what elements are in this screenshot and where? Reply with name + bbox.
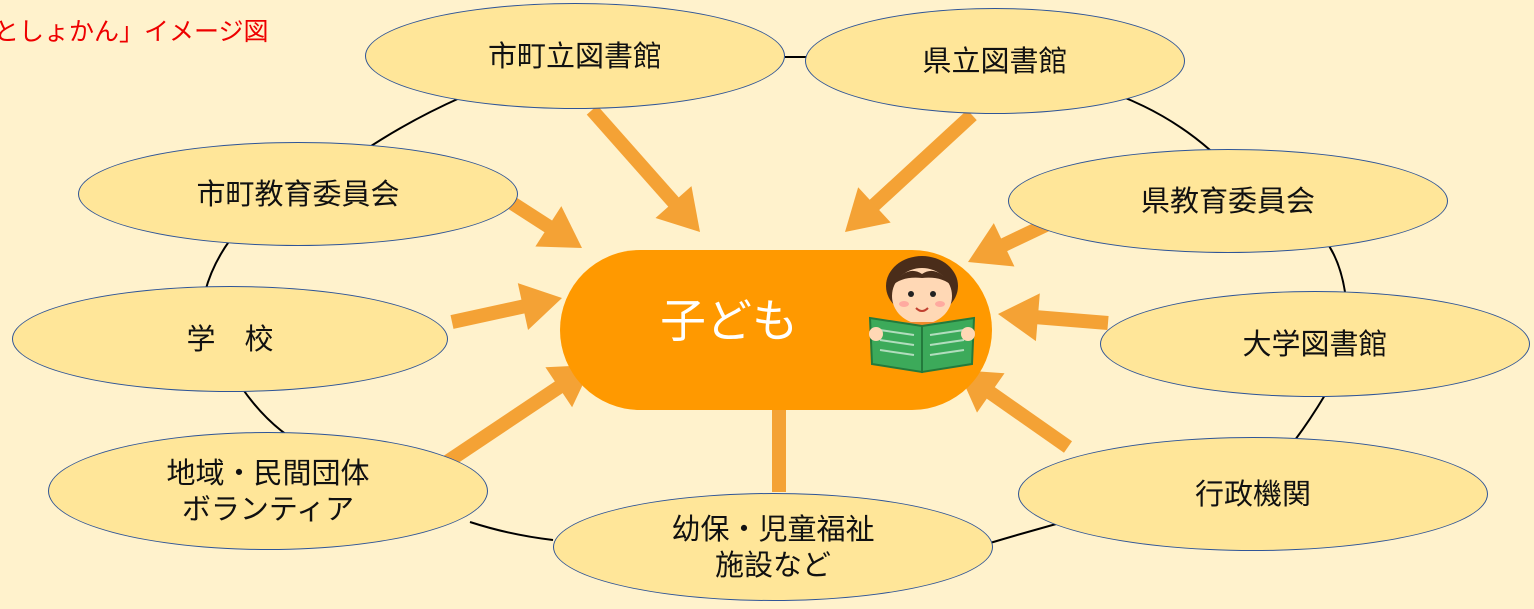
node-univ-library: 大学図書館 — [1100, 291, 1530, 397]
arrow-shaft — [586, 105, 681, 209]
node-label: 大学図書館 — [1242, 326, 1388, 361]
arrow-from-city-board — [508, 197, 582, 248]
arrow-head — [845, 187, 891, 232]
node-label: 市町立図書館 — [487, 38, 662, 73]
center-label: 子ども — [660, 294, 798, 348]
ring-segment — [204, 239, 231, 293]
node-label: 行政機関 — [1194, 476, 1311, 511]
arrow-from-pref-library — [845, 109, 977, 232]
node-label: 県教育委員会 — [1140, 183, 1315, 218]
arrows — [443, 105, 1109, 492]
arrow-shaft — [443, 380, 565, 468]
child-reading-icon — [868, 256, 976, 374]
arrow-from-school — [450, 283, 562, 330]
diagram-title: としょかん」イメージ図 — [0, 17, 269, 46]
node-label: 学 校 — [186, 321, 274, 356]
node-pref-library: 県立図書館 — [805, 8, 1185, 114]
node-school: 学 校 — [12, 286, 448, 392]
arrow-from-community — [443, 365, 592, 468]
arrow-head — [517, 283, 562, 330]
arrow-head — [655, 186, 700, 232]
ring-segment — [1324, 239, 1346, 293]
ring-segment — [469, 521, 554, 541]
arrow-head — [998, 293, 1040, 342]
ring-segment — [1117, 94, 1211, 151]
node-childcare: 幼保・児童福祉 施設など — [553, 493, 993, 601]
node-label-line-2: ボランティア — [181, 492, 355, 526]
node-city-board: 市町教育委員会 — [78, 142, 518, 246]
node-label: 市町教育委員会 — [196, 176, 400, 211]
arrow-from-government — [958, 370, 1073, 453]
arrow-shaft — [985, 386, 1073, 453]
node-city-library: 市町立図書館 — [365, 3, 785, 109]
arrow-from-univ-library — [998, 293, 1109, 342]
arrow-shaft — [1035, 310, 1109, 330]
arrow-shaft — [868, 109, 977, 212]
arrow-head — [535, 206, 582, 248]
arrow-from-city-library — [586, 105, 700, 232]
node-label-line-1: 幼保・児童福祉 — [671, 511, 875, 546]
arrow-shaft — [508, 197, 554, 234]
arrow-shaft — [450, 299, 527, 329]
node-label: 県立図書館 — [922, 43, 1068, 78]
node-pref-board: 県教育委員会 — [1008, 149, 1448, 253]
ring-segment — [1294, 394, 1326, 441]
node-government: 行政機関 — [1018, 437, 1488, 551]
node-label-line-1: 地域・民間団体 — [166, 455, 370, 490]
node-label-line-2: 施設など — [714, 548, 831, 582]
ring-segment — [364, 96, 463, 151]
arrow-head — [968, 223, 1015, 267]
node-community: 地域・民間団体 ボランティア — [48, 432, 488, 550]
